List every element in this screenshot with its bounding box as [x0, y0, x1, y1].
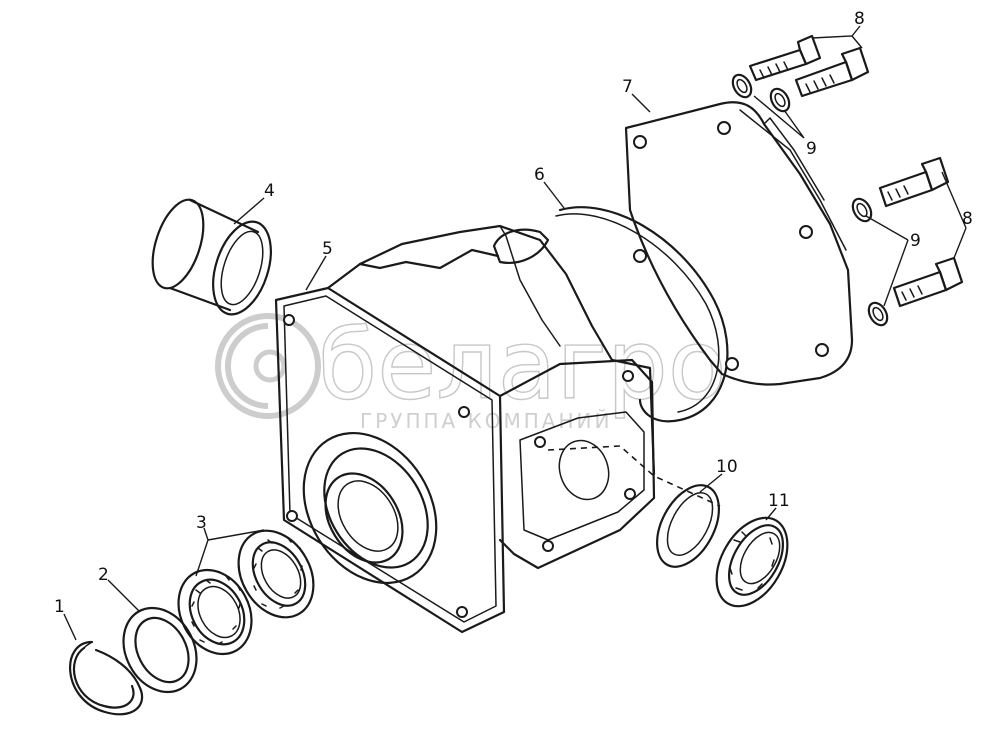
callout-6: 6 — [534, 165, 545, 185]
callout-9-upper: 9 — [806, 139, 817, 159]
part-7-cover — [624, 101, 854, 386]
part-3-bearing-outer — [237, 529, 315, 619]
part-8-bolt-upper-b — [794, 46, 870, 98]
callout-8-upper: 8 — [854, 9, 865, 29]
part-5-housing — [274, 224, 721, 634]
part-2-ring — [122, 606, 198, 694]
callout-2: 2 — [98, 565, 109, 585]
part-9-washer-c — [851, 197, 873, 223]
watermark: белагро ГРУППА КОМПАНИЙ — [215, 308, 727, 433]
leader-10 — [699, 473, 723, 493]
callout-10: 10 — [716, 457, 738, 477]
leader-8b — [941, 171, 967, 259]
watermark-tagline: ГРУППА КОМПАНИЙ — [360, 409, 612, 433]
leader-1 — [63, 613, 77, 641]
part-3-bearing-inner — [177, 568, 253, 656]
leader-9b — [865, 215, 909, 307]
part-9-washer-b — [769, 87, 791, 113]
watermark-brand: белагро — [318, 309, 727, 421]
callout-5: 5 — [322, 239, 333, 259]
part-9-washer-a — [731, 73, 753, 99]
leader-4 — [233, 197, 265, 225]
callout-9-right: 9 — [910, 231, 921, 251]
leader-5 — [305, 255, 327, 291]
leader-2 — [107, 579, 141, 613]
part-9-washer-d — [867, 301, 889, 327]
part-11-seal — [715, 516, 789, 608]
leader-7 — [631, 93, 651, 113]
callout-7: 7 — [622, 77, 633, 97]
part-8-bolt-upper-a — [748, 34, 822, 82]
callout-11: 11 — [768, 491, 790, 511]
callouts: 1 2 3 4 5 6 7 8 8 9 9 10 11 — [54, 9, 973, 617]
leader-9a — [753, 95, 805, 139]
part-6-gasket — [555, 206, 729, 423]
part-8-bolt-right-b — [892, 256, 964, 308]
watermark-logo-icon — [215, 313, 321, 419]
callout-3: 3 — [196, 513, 207, 533]
leader-6 — [543, 181, 565, 209]
callout-8-right: 8 — [962, 209, 973, 229]
leader-lines — [63, 25, 967, 641]
leader-11 — [765, 507, 777, 521]
leader-8a — [811, 25, 863, 49]
callout-4: 4 — [264, 181, 275, 201]
part-10-washer — [656, 484, 720, 568]
callout-1: 1 — [54, 597, 65, 617]
part-4-bushing — [151, 198, 272, 316]
part-1-retaining-ring — [69, 640, 144, 716]
leader-3b — [207, 529, 265, 541]
part-8-bolt-right-a — [878, 156, 950, 208]
